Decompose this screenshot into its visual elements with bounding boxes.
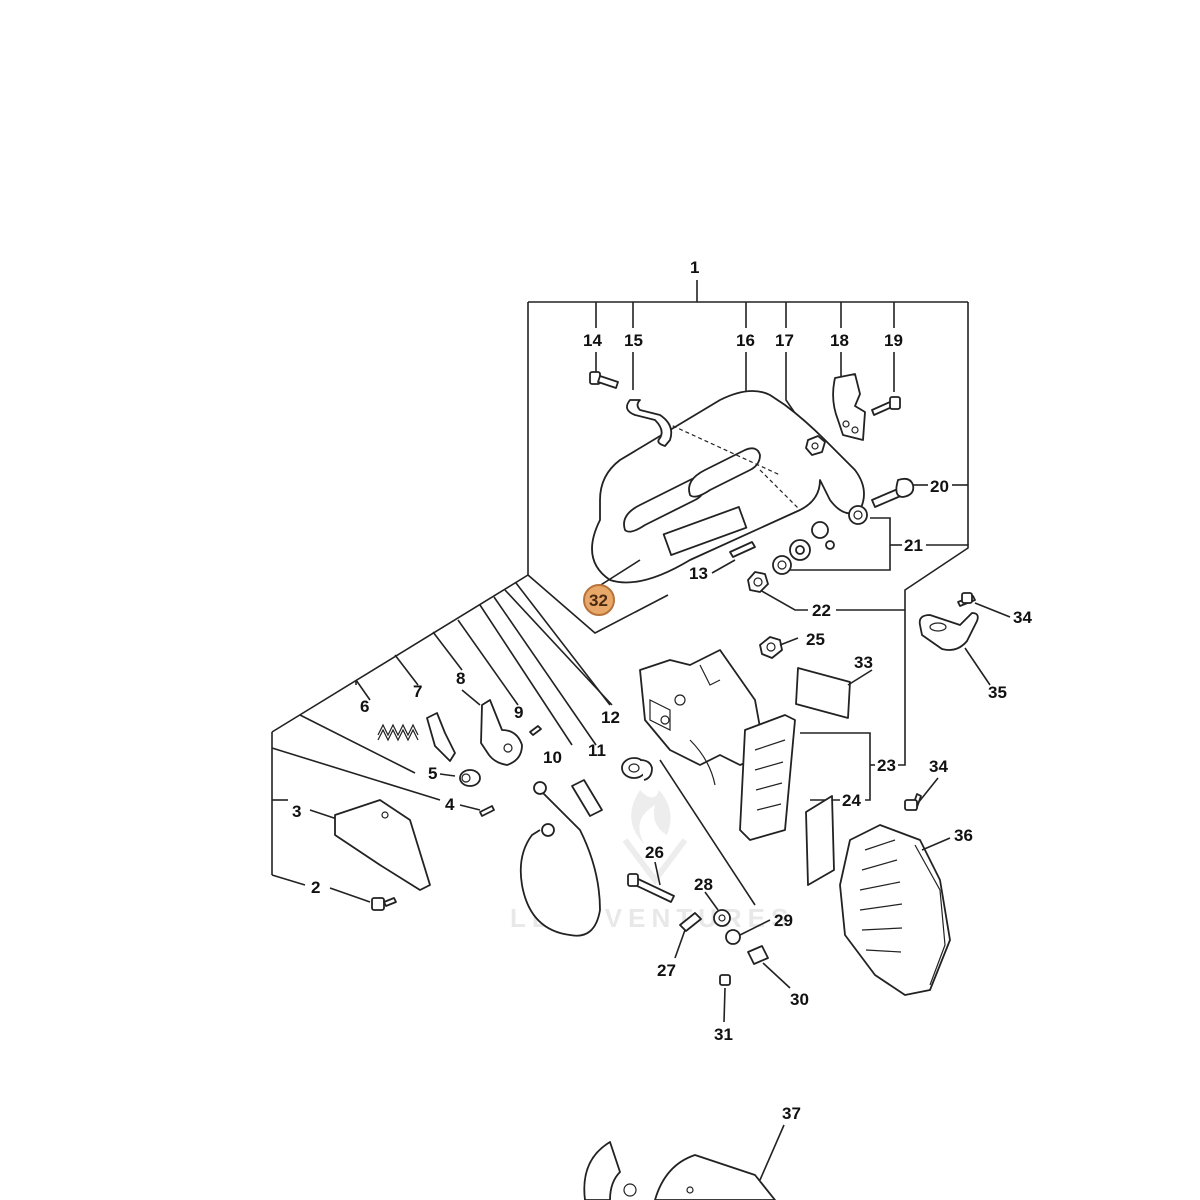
callout-13[interactable]: 13 (689, 564, 708, 583)
callout-20[interactable]: 20 (930, 477, 949, 496)
part-3-plate (334, 799, 431, 891)
callout-23[interactable]: 23 (877, 756, 896, 775)
callout-21[interactable]: 21 (904, 536, 923, 555)
callout-34-top[interactable]: 34 (1013, 608, 1032, 627)
part-27-fitting (679, 912, 702, 932)
callout-33[interactable]: 33 (854, 653, 873, 672)
part-35-lever (918, 612, 979, 651)
callout-10[interactable]: 10 (543, 748, 562, 767)
part-34-screw-mid (904, 793, 922, 811)
part-19-screw (871, 396, 901, 416)
chain-brake-housing (639, 649, 796, 841)
callout-14[interactable]: 14 (583, 331, 602, 350)
part-17-nut (805, 435, 826, 456)
part-24-label (805, 795, 835, 886)
callout-17[interactable]: 17 (775, 331, 794, 350)
part-8-lever (480, 699, 523, 766)
part-34-screw-top (957, 592, 976, 607)
callout-1[interactable]: 1 (690, 258, 699, 277)
part-30-clip (747, 945, 769, 965)
callout-labels: 1 2 3 4 5 6 7 8 9 10 11 12 13 14 15 16 1… (292, 258, 1032, 1123)
part-5-sleeve (459, 769, 481, 787)
leader-lines (595, 559, 1011, 1181)
part-7-lever (426, 712, 456, 762)
part-11-block (571, 779, 603, 817)
callout-36[interactable]: 36 (954, 826, 973, 845)
callout-2[interactable]: 2 (311, 878, 320, 897)
callout-6[interactable]: 6 (360, 697, 369, 716)
part-18-bracket (832, 373, 866, 441)
group-1-fan-lines (271, 574, 613, 903)
callout-32[interactable]: 32 (589, 591, 608, 610)
part-14-screw (589, 371, 619, 389)
part-2-screw (371, 897, 397, 911)
part-26-bolt (627, 873, 675, 903)
callout-28[interactable]: 28 (694, 875, 713, 894)
part-6-spring (377, 723, 419, 742)
callout-27[interactable]: 27 (657, 961, 676, 980)
callout-34-mid[interactable]: 34 (929, 757, 948, 776)
callout-11[interactable]: 11 (588, 741, 606, 760)
part-13-pin (729, 541, 756, 558)
part-15-clip (626, 399, 673, 447)
callout-3[interactable]: 3 (292, 802, 301, 821)
callout-8[interactable]: 8 (456, 669, 465, 688)
part-36-cover (839, 824, 951, 996)
callout-35[interactable]: 35 (988, 683, 1007, 702)
callout-5[interactable]: 5 (428, 764, 437, 783)
part-31-screw (719, 974, 731, 986)
callout-30[interactable]: 30 (790, 990, 809, 1009)
callout-25[interactable]: 25 (806, 630, 825, 649)
part-4-pin (479, 805, 495, 817)
callout-16[interactable]: 16 (736, 331, 755, 350)
callout-4[interactable]: 4 (445, 795, 455, 814)
part-10-band (519, 781, 601, 937)
callout-18[interactable]: 18 (830, 331, 849, 350)
part-29-nut (725, 929, 741, 945)
part-21-nut (772, 505, 868, 575)
callout-32-highlight[interactable]: 32 (583, 584, 615, 616)
part-20-bolt (871, 477, 915, 508)
callout-22[interactable]: 22 (812, 601, 831, 620)
callout-26[interactable]: 26 (645, 843, 664, 862)
callout-7[interactable]: 7 (413, 682, 422, 701)
part-12-bushing (621, 757, 653, 781)
part-37-partial (583, 1141, 776, 1200)
callout-37[interactable]: 37 (782, 1104, 801, 1123)
callout-19[interactable]: 19 (884, 331, 903, 350)
callout-24[interactable]: 24 (842, 791, 861, 810)
callout-29[interactable]: 29 (774, 911, 793, 930)
brake-cover-16 (591, 390, 865, 584)
part-33-plate (795, 667, 851, 719)
part-9-pin (529, 725, 542, 736)
part-22-nut (747, 571, 769, 593)
part-28-nut (713, 909, 731, 927)
callout-12[interactable]: 12 (601, 708, 620, 727)
callout-9[interactable]: 9 (514, 703, 523, 722)
part-25-nut (759, 636, 783, 659)
callout-15[interactable]: 15 (624, 331, 643, 350)
callout-31[interactable]: 31 (714, 1025, 733, 1044)
group-1-bracket (527, 280, 969, 801)
